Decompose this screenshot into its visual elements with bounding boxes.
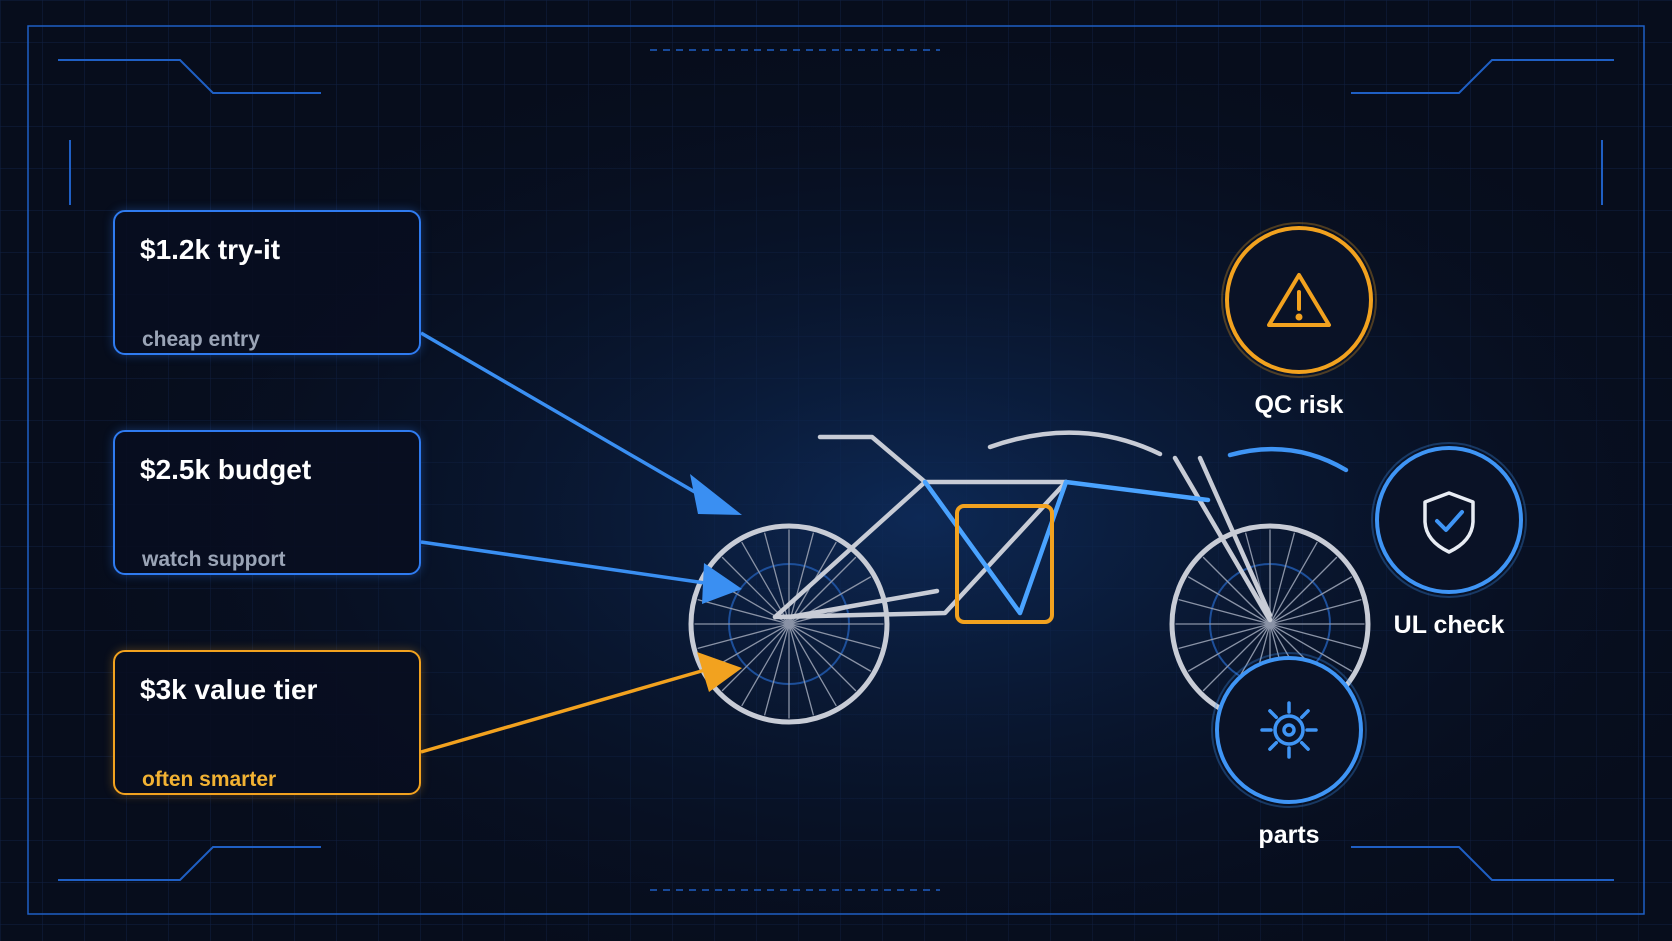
gear-tooth [1299, 740, 1310, 751]
shield-check-icon [1423, 491, 1475, 554]
tier-subtitle: watch support [142, 548, 286, 571]
wheel-spoke [788, 623, 872, 672]
wheel-spoke [1269, 599, 1362, 625]
qc-risk-node [1221, 222, 1377, 378]
rear-fender [1227, 446, 1349, 473]
battery-highlight-box [955, 504, 1054, 624]
connector-arrows [420, 331, 742, 754]
wheel-spoke [1269, 532, 1295, 625]
tier-title: $1.2k try-it [140, 234, 281, 265]
wheel-spoke [721, 623, 790, 692]
wheel-spoke [741, 623, 790, 707]
tier-subtitle: cheap entry [142, 328, 260, 351]
parts-label: parts [1258, 821, 1320, 849]
front-wheel [688, 523, 890, 725]
highlight-frame-tube [922, 479, 1211, 616]
ul-check-node [1371, 442, 1527, 598]
tier-card-value: $3k value tier often smarter [113, 650, 421, 795]
gear-icon [1260, 701, 1318, 759]
wheel-spoke [1269, 623, 1362, 649]
wheel-spoke [1269, 576, 1353, 625]
ul-check-label: UL check [1393, 611, 1505, 639]
wheel-spoke [1178, 623, 1271, 649]
wheel-spoke [788, 623, 881, 649]
wheel-spoke [1202, 556, 1271, 625]
hud-frame [27, 25, 1645, 915]
gear-tooth [1268, 709, 1279, 720]
wheel-spoke [788, 623, 814, 716]
wheel-spoke [1187, 623, 1271, 672]
wheel-spoke [788, 623, 857, 692]
wheel-spoke [1269, 623, 1353, 672]
tier-title: $2.5k budget [140, 454, 312, 485]
wheel-spoke [1269, 541, 1318, 625]
wheel-spoke [1178, 599, 1271, 625]
qc-risk-label: QC risk [1254, 391, 1344, 419]
tier-card-budget: $2.5k budget watch support [113, 430, 421, 575]
warning-icon [1267, 273, 1331, 327]
wheel-spoke [764, 623, 790, 716]
wheel-spoke [788, 532, 814, 625]
gear-tooth [1299, 709, 1310, 720]
wheel-spoke [1187, 576, 1271, 625]
gear-tooth [1268, 740, 1279, 751]
tier-title: $3k value tier [140, 674, 318, 705]
wheel-spoke [697, 623, 790, 649]
wheel-spoke [697, 599, 790, 625]
wheel-spoke [788, 556, 857, 625]
wheel-spoke [1202, 623, 1271, 692]
wheel-spoke [788, 623, 837, 707]
tier-subtitle: often smarter [142, 768, 277, 791]
bike-frame [772, 430, 1273, 623]
parts-node [1211, 652, 1367, 808]
wheel-spoke [1269, 556, 1338, 625]
tier-card-entry: $1.2k try-it cheap entry [113, 210, 421, 355]
